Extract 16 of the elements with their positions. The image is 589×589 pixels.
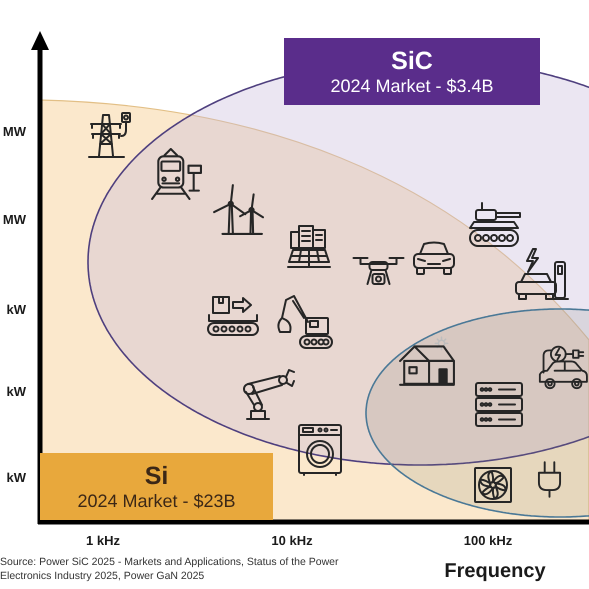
market-panel	[284, 38, 540, 105]
axis-tick-label: kW	[6, 384, 26, 400]
material-name: Si	[144, 462, 168, 491]
axis-tick-label: 1 kHz	[86, 534, 120, 548]
market-panel	[40, 453, 273, 520]
axis-tick-label: MW	[2, 212, 26, 228]
market-value: 2024 Market - $3.4B	[330, 76, 494, 96]
source-note: Source: Power SiC 2025 - Markets and Applications, Status of the Power Electronics Industry 2025, Power GaN 2025	[0, 556, 340, 584]
axis-tick-label: MW	[2, 124, 26, 140]
axis-title: Frequency	[444, 560, 546, 582]
axis-tick-label: 10 kHz	[271, 534, 313, 548]
axis-tick-label: kW	[6, 470, 26, 486]
material-name: SiC	[391, 46, 433, 76]
axis-tick-label: kW	[6, 302, 26, 318]
axis-tick-label: 100 kHz	[464, 534, 512, 548]
market-value: 2024 Market - $23B	[77, 490, 236, 512]
